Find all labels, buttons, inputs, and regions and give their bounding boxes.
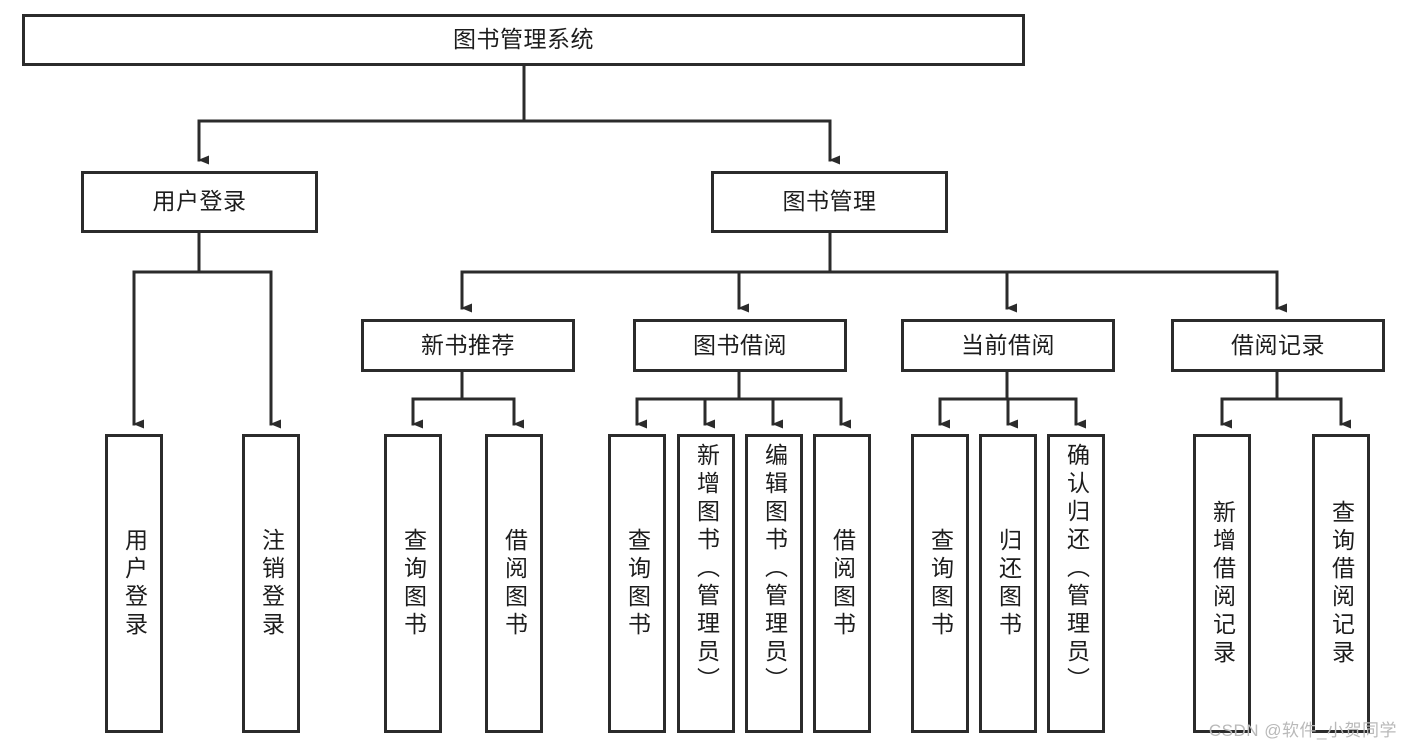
node-leaf-borrow-record-add[interactable]: 新增借阅记录 [1193,434,1251,733]
node-leaf-user-login-login[interactable]: 用户登录 [105,434,163,733]
node-label: 当前借阅 [961,331,1055,358]
node-borrow-record[interactable]: 借阅记录 [1171,319,1385,372]
node-label: 查询图书 [927,527,954,640]
node-leaf-user-login-logout[interactable]: 注销登录 [242,434,300,733]
node-label: 新书推荐 [421,331,515,358]
node-label: 用户登录 [152,188,247,215]
node-label: 借阅记录 [1231,331,1325,358]
node-leaf-book-borrow-borrow[interactable]: 借阅图书 [813,434,871,733]
node-current-borrow[interactable]: 当前借阅 [901,319,1115,372]
node-label: 图书借阅 [693,331,787,358]
node-leaf-current-borrow-confirm[interactable]: 确认归还（管理员） [1047,434,1105,733]
node-leaf-new-book-query[interactable]: 查询图书 [384,434,442,733]
node-label: 查询图书 [400,527,427,640]
node-new-book-recommend[interactable]: 新书推荐 [361,319,575,372]
node-label: 查询图书 [624,527,651,640]
node-book-management[interactable]: 图书管理 [711,171,948,233]
node-label: 编辑图书（管理员） [761,443,788,695]
node-label: 借阅图书 [829,527,856,640]
node-leaf-book-borrow-add[interactable]: 新增图书（管理员） [677,434,735,733]
node-leaf-current-borrow-return[interactable]: 归还图书 [979,434,1037,733]
node-label: 注销登录 [258,527,285,640]
node-user-login[interactable]: 用户登录 [81,171,318,233]
node-label: 图书管理系统 [453,26,594,53]
node-book-borrow[interactable]: 图书借阅 [633,319,847,372]
node-label: 新增借阅记录 [1209,499,1236,668]
node-label: 查询借阅记录 [1328,499,1355,668]
node-label: 图书管理 [782,188,877,215]
node-label: 用户登录 [121,527,148,640]
node-label: 借阅图书 [501,527,528,640]
node-root-book-management-system[interactable]: 图书管理系统 [22,14,1025,66]
node-leaf-book-borrow-edit[interactable]: 编辑图书（管理员） [745,434,803,733]
node-leaf-borrow-record-query[interactable]: 查询借阅记录 [1312,434,1370,733]
node-leaf-new-book-borrow[interactable]: 借阅图书 [485,434,543,733]
node-label: 确认归还（管理员） [1063,443,1090,695]
node-leaf-book-borrow-query[interactable]: 查询图书 [608,434,666,733]
node-label: 归还图书 [995,527,1022,640]
node-label: 新增图书（管理员） [693,443,720,695]
node-leaf-current-borrow-query[interactable]: 查询图书 [911,434,969,733]
